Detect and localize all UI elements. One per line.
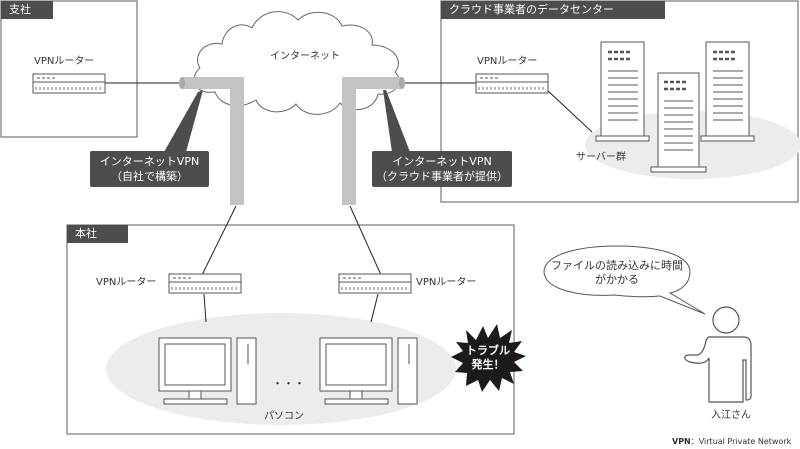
hq-right-downlink <box>370 293 379 323</box>
footnote-separator: ： <box>690 437 699 446</box>
footnote-expansion: Virtual Private Network <box>698 437 792 446</box>
router-branch <box>32 73 106 94</box>
vpn-callout-provider: インターネットVPN （クラウド事業者が提供） <box>372 151 512 187</box>
head-office-title: 本社 <box>67 225 128 243</box>
branch-office-frame <box>0 0 138 138</box>
vpn-callout-provider-line2: （クラウド事業者が提供） <box>376 170 508 183</box>
branch-router-label: VPNルーター <box>34 56 95 67</box>
trouble-burst-line1: トラブル <box>466 344 510 357</box>
vpn-pipe-left <box>179 77 244 205</box>
person-icon <box>684 306 752 403</box>
hq-right-router-label: VPNルーター <box>416 277 477 288</box>
datacenter-router-label: VPNルーター <box>477 56 538 67</box>
server-tower-2 <box>700 41 755 142</box>
vpn-callout-self-built-line2: （自社で構築） <box>111 170 188 183</box>
router-hq-left <box>168 273 242 294</box>
vpn-footnote: VPN：Virtual Private Network <box>672 436 791 447</box>
callout-pointer-left <box>164 90 203 152</box>
trouble-burst-text: トラブル 発生！ <box>456 344 520 372</box>
hq-left-uplink <box>201 205 237 276</box>
person-name-label: 入江さん <box>711 410 751 421</box>
vpn-pipe-right <box>342 77 405 205</box>
speech-line2: がかかる <box>595 273 639 286</box>
trouble-burst-icon <box>451 324 526 392</box>
callout-pointer-right <box>383 90 410 152</box>
internet-label: インターネット <box>270 51 340 62</box>
server-tower-3 <box>650 72 707 173</box>
pc-1 <box>158 337 257 405</box>
footnote-abbr: VPN <box>672 437 691 446</box>
vpn-callout-self-built-line1: インターネットVPN <box>99 155 200 168</box>
branch-office-title: 支社 <box>1 1 53 19</box>
trouble-burst-line2: 発生！ <box>471 358 505 371</box>
dc-router-server-link <box>546 89 593 133</box>
hq-right-uplink <box>349 205 382 276</box>
vpn-callout-provider-line1: インターネットVPN <box>392 155 492 168</box>
speech-bubble <box>543 245 706 315</box>
datacenter-title: クラウド事業者のデータセンター <box>441 1 665 19</box>
hq-left-router-label: VPNルーター <box>96 277 157 288</box>
vpn-callout-self-built: インターネットVPN （自社で構築） <box>90 151 209 187</box>
router-datacenter <box>475 73 549 94</box>
pc-2 <box>319 337 418 405</box>
server-tower-1 <box>595 41 650 142</box>
router-hq-right <box>338 273 412 294</box>
pc-group-label: パソコン <box>264 411 304 422</box>
hq-left-downlink <box>203 293 207 323</box>
pc-ellipsis: ・・・ <box>272 377 305 390</box>
speech-text: ファイルの読み込みに時間 がかかる <box>548 259 686 287</box>
server-group-label: サーバー群 <box>576 152 626 163</box>
speech-line1: ファイルの読み込みに時間 <box>551 259 683 272</box>
